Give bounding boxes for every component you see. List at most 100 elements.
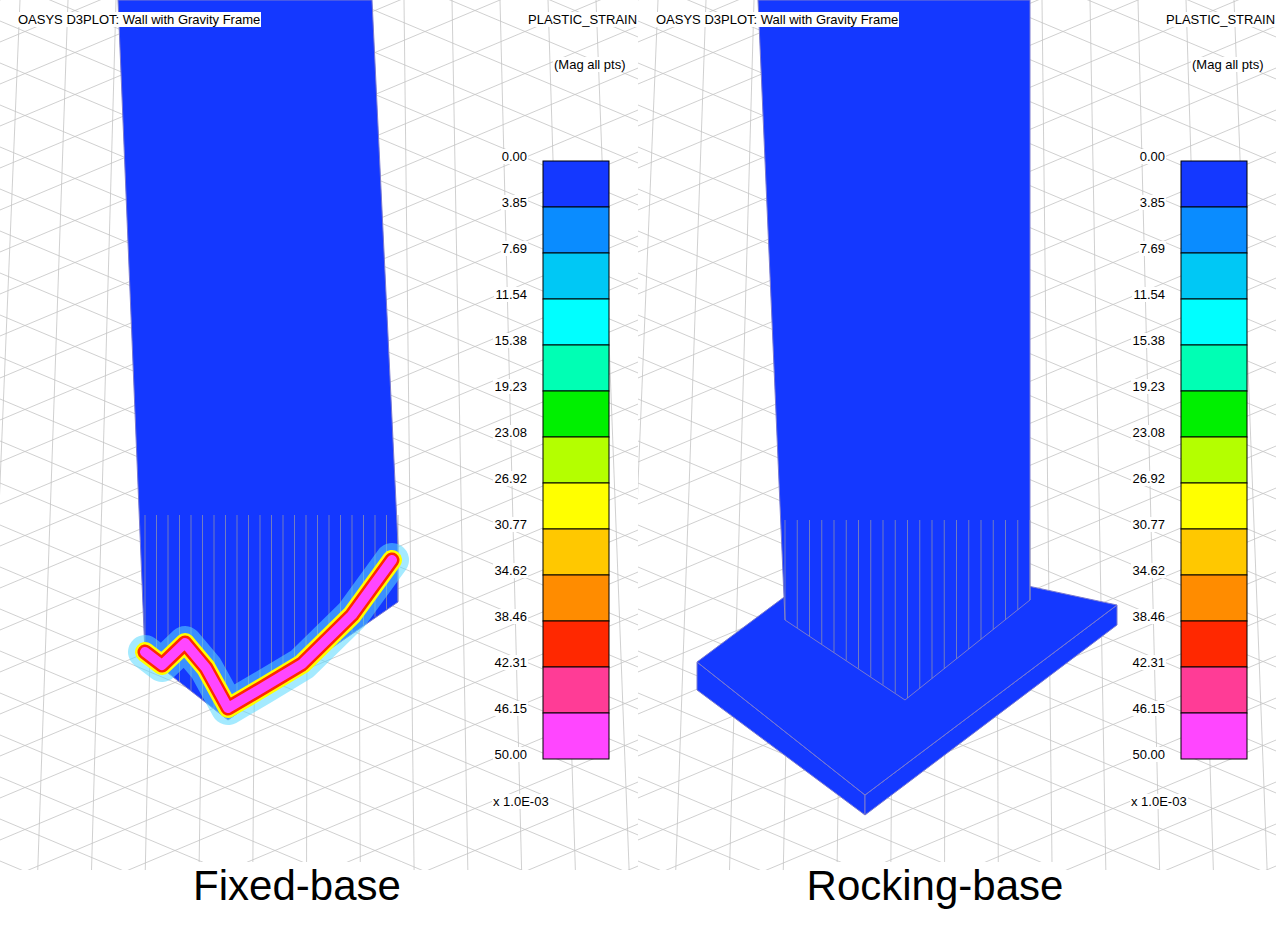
color-bar-value: 50.00 (1131, 747, 1166, 762)
color-bar-cell (543, 161, 609, 207)
mesh-line (981, 520, 982, 639)
label-holder: 38.46 (1108, 609, 1166, 624)
color-bar-value: 38.46 (1131, 609, 1166, 624)
mesh-line (968, 520, 969, 649)
label-holder: Rocking-base (806, 862, 1065, 910)
label-holder: 34.62 (470, 563, 528, 578)
label-holder: PLASTIC_STRAIN (527, 12, 638, 27)
mesh-line (919, 520, 920, 688)
label-holder: OASYS D3PLOT: Wall with Gravity Frame (655, 12, 899, 27)
label-holder: 3.85 (1108, 195, 1166, 210)
label-holder: 3.85 (470, 195, 528, 210)
result-name: PLASTIC_STRAIN (1165, 12, 1276, 27)
mesh-line (932, 520, 933, 678)
color-bar-value: 26.92 (493, 471, 528, 486)
label-holder: 7.69 (470, 241, 528, 256)
plot-title: OASYS D3PLOT: Wall with Gravity Frame (655, 12, 899, 27)
color-bar-value: 23.08 (493, 425, 528, 440)
color-bar-cell (1181, 391, 1247, 437)
plastic-strain-band (145, 560, 392, 708)
grid-line (638, 756, 1276, 870)
background-grid (638, 0, 1276, 870)
panel-caption: Fixed-base (192, 862, 402, 909)
color-bar-cell (543, 575, 609, 621)
wall-fixed-base (118, 0, 398, 720)
mesh-line (1030, 520, 1031, 600)
grid-line (1090, 0, 1106, 870)
color-bar (1181, 161, 1247, 759)
color-bar-cell (1181, 713, 1247, 759)
color-bar-cell (1181, 207, 1247, 253)
grid-line (638, 0, 658, 870)
color-bar-cell (1181, 345, 1247, 391)
label-holder: (Mag all pts) (553, 57, 627, 72)
label-holder: PLASTIC_STRAIN (1165, 12, 1276, 27)
label-holder: (Mag all pts) (1191, 57, 1265, 72)
grid-line (0, 714, 638, 870)
color-bar-value: 0.00 (501, 149, 528, 164)
result-mode: (Mag all pts) (553, 57, 627, 72)
color-bar-value: 3.85 (1139, 195, 1166, 210)
color-bar-value: 26.92 (1131, 471, 1166, 486)
label-holder: 34.62 (1108, 563, 1166, 578)
label-holder: 50.00 (470, 747, 528, 762)
color-bar-value: 34.62 (1131, 563, 1166, 578)
mesh-line (895, 520, 896, 693)
label-holder: 26.92 (1108, 471, 1166, 486)
label-holder: OASYS D3PLOT: Wall with Gravity Frame (17, 12, 261, 27)
scale-factor: x 1.0E-03 (1130, 794, 1188, 809)
color-bar-value: 19.23 (493, 379, 528, 394)
color-bar-value: 11.54 (494, 287, 528, 302)
color-bar (543, 161, 609, 759)
label-holder: 7.69 (1108, 241, 1166, 256)
color-bar-value: 46.15 (493, 701, 528, 716)
color-bar-cell (543, 529, 609, 575)
label-holder: x 1.0E-03 (492, 794, 550, 809)
mesh-line (821, 520, 822, 644)
color-bar-cell (1181, 529, 1247, 575)
color-bar-cell (1181, 621, 1247, 667)
grid-line (0, 840, 638, 870)
color-bar-cell (1181, 667, 1247, 713)
color-bar-value: 3.85 (501, 195, 528, 210)
mesh-line (145, 515, 146, 655)
label-holder: 0.00 (1108, 149, 1166, 164)
grid-line (0, 714, 638, 870)
label-holder: 42.31 (470, 655, 528, 670)
grid-line (638, 840, 1276, 870)
color-bar-value: 42.31 (1131, 655, 1166, 670)
grid-line (38, 0, 68, 870)
label-holder: 23.08 (470, 425, 528, 440)
wall-body (118, 0, 398, 720)
grid-line (1042, 0, 1052, 870)
mesh-line (1017, 520, 1018, 610)
label-holder: 50.00 (1108, 747, 1166, 762)
color-bar-value: 42.31 (493, 655, 528, 670)
mesh-line (846, 520, 847, 660)
grid-line (638, 840, 1276, 870)
color-bar-cell (543, 207, 609, 253)
color-bar-cell (1181, 575, 1247, 621)
color-bar-value: 7.69 (1139, 241, 1166, 256)
label-holder: 38.46 (470, 609, 528, 624)
color-bar-cell (1181, 437, 1247, 483)
color-bar-value: 15.38 (1131, 333, 1166, 348)
mesh-line (944, 520, 945, 669)
color-bar-value: 19.23 (1131, 379, 1166, 394)
color-bar-cell (543, 253, 609, 299)
grid-line (0, 756, 638, 870)
color-bar-cell (1181, 483, 1247, 529)
color-bar-value: 38.46 (493, 609, 528, 624)
mesh-line (907, 520, 908, 698)
background-grid (0, 0, 638, 870)
color-bar-cell (543, 345, 609, 391)
mesh-line (993, 520, 994, 629)
color-bar-cell (543, 621, 609, 667)
color-bar-value: 11.54 (1132, 287, 1166, 302)
label-holder: Fixed-base (192, 862, 402, 910)
color-bar-cell (1181, 161, 1247, 207)
mesh-line (797, 520, 798, 628)
color-bar-value: 30.77 (1131, 517, 1166, 532)
label-holder: 19.23 (470, 379, 528, 394)
